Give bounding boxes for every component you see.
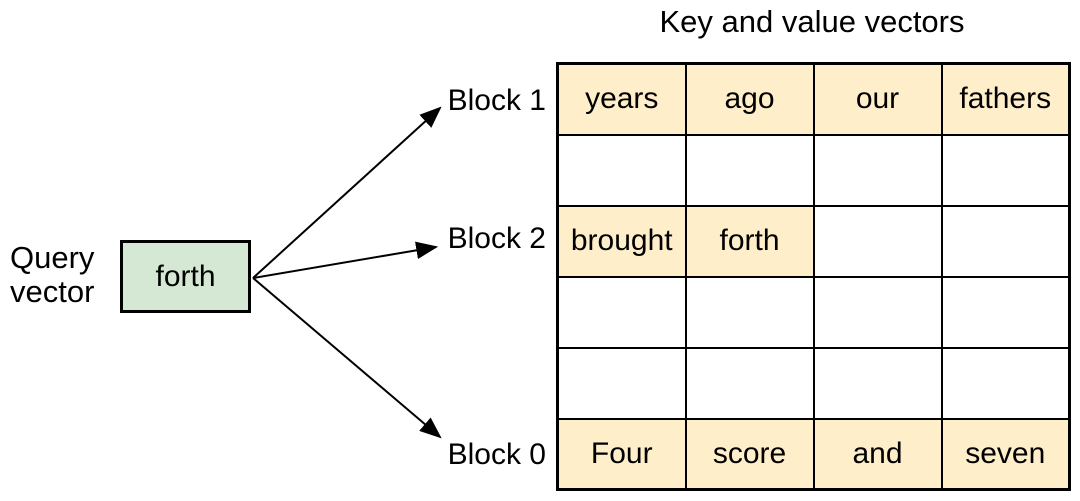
table-cell (556, 133, 687, 207)
query-vector-label-line2: vector (10, 274, 95, 309)
query-vector-label: Query vector (10, 241, 94, 309)
page-title: Key and value vectors (659, 4, 965, 39)
table-cell (684, 275, 815, 349)
table-row: Four score and seven (556, 417, 1071, 491)
table-cell: our (812, 62, 943, 136)
table-row: brought forth (556, 204, 1071, 278)
table-cell: fathers (940, 62, 1071, 136)
block-label-block-2: Block 2 (447, 222, 546, 255)
table-cell: and (812, 417, 943, 491)
block-label-block-1: Block 1 (447, 84, 546, 117)
table-cell (940, 133, 1071, 207)
table-cell (812, 204, 943, 278)
block-label-block-0: Block 0 (447, 438, 546, 471)
table-cell (812, 133, 943, 207)
table-cell (940, 346, 1071, 420)
table-cell (556, 346, 687, 420)
table-cell (684, 133, 815, 207)
arrow-to-block-0 (252, 277, 442, 439)
arrow-to-block-1 (252, 106, 442, 279)
table-cell (940, 204, 1071, 278)
table-cell: score (684, 417, 815, 491)
table-cell (684, 346, 815, 420)
query-token-text: forth (155, 259, 216, 293)
query-vector-label-line1: Query (10, 240, 95, 275)
table-cell (556, 275, 687, 349)
table-cell: seven (940, 417, 1071, 491)
table-cell: brought (556, 204, 687, 278)
table-cell: Four (556, 417, 687, 491)
table-row (556, 275, 1071, 349)
table-row (556, 133, 1071, 207)
table-cell (812, 346, 943, 420)
table-cell (812, 275, 943, 349)
table-cell (940, 275, 1071, 349)
table-cell: ago (684, 62, 815, 136)
table-cell: forth (684, 204, 815, 278)
arrow-to-block-2 (252, 241, 439, 279)
table-row (556, 346, 1071, 420)
table-cell: years (556, 62, 687, 136)
table-row: years ago our fathers (556, 62, 1071, 136)
query-token-box: forth (120, 240, 251, 313)
key-value-table: years ago our fathers brought forth (556, 62, 1071, 491)
